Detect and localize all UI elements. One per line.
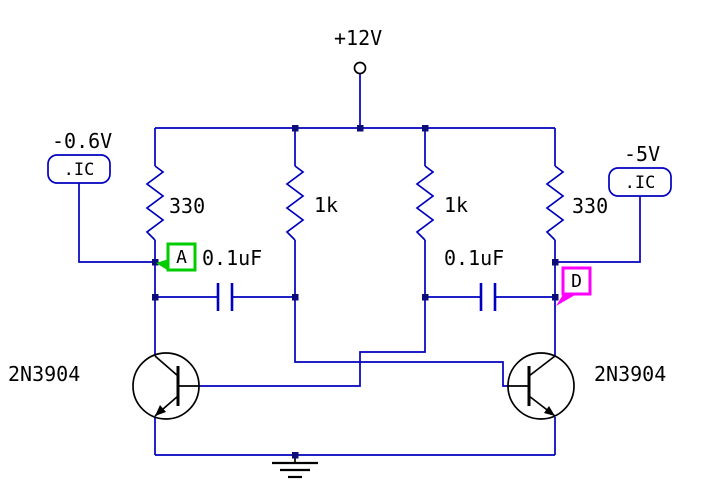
r2-value-label: 1k [314, 193, 339, 217]
node-a-callout[interactable]: A [156, 242, 197, 272]
ic-left-box[interactable] [47, 154, 111, 184]
resistor-r2[interactable] [285, 165, 305, 241]
black-components [132, 61, 575, 479]
ic-right-group: .IC [608, 167, 672, 197]
r3-value-label: 1k [444, 193, 469, 217]
node-a-box[interactable] [166, 242, 197, 272]
q2-part-label: 2N3904 [594, 362, 667, 386]
ic-left-voltage-label: -0.6V [52, 129, 113, 153]
c2-value-label: 0.1uF [444, 246, 505, 270]
resistor-r3[interactable] [415, 165, 435, 241]
junction-dots [152, 125, 559, 459]
wires[interactable] [78, 74, 641, 456]
r1-value-label: 330 [169, 194, 206, 218]
transistor-q2[interactable] [507, 352, 575, 420]
emitter-arrow-icon [544, 406, 555, 416]
node-d-box[interactable] [561, 266, 592, 296]
supply-voltage-label: +12V [334, 26, 383, 50]
q1-part-label: 2N3904 [8, 362, 81, 386]
capacitor-c2[interactable] [479, 283, 497, 311]
ic-right-label: .IC [625, 173, 656, 193]
power-terminal[interactable] [353, 61, 367, 75]
transistor-q1[interactable] [132, 352, 200, 420]
node-d-callout[interactable]: D [556, 266, 592, 306]
ic-right-box[interactable] [608, 167, 672, 197]
capacitor-c1[interactable] [216, 283, 234, 311]
r4-value-label: 330 [572, 194, 609, 218]
ic-left-label: .IC [64, 160, 95, 180]
resistor-r4[interactable] [545, 165, 565, 241]
ic-right-voltage-label: -5V [624, 142, 661, 166]
node-a-label: A [176, 247, 187, 268]
resistor-r1[interactable] [145, 165, 165, 241]
node-d-tail [556, 293, 575, 306]
blue-circuit [78, 74, 641, 456]
c1-value-label: 0.1uF [202, 246, 263, 270]
node-a-tail [156, 259, 169, 271]
emitter-arrow-icon [155, 405, 166, 416]
ic-left-group: .IC [47, 154, 111, 184]
node-d-label: D [571, 271, 582, 292]
